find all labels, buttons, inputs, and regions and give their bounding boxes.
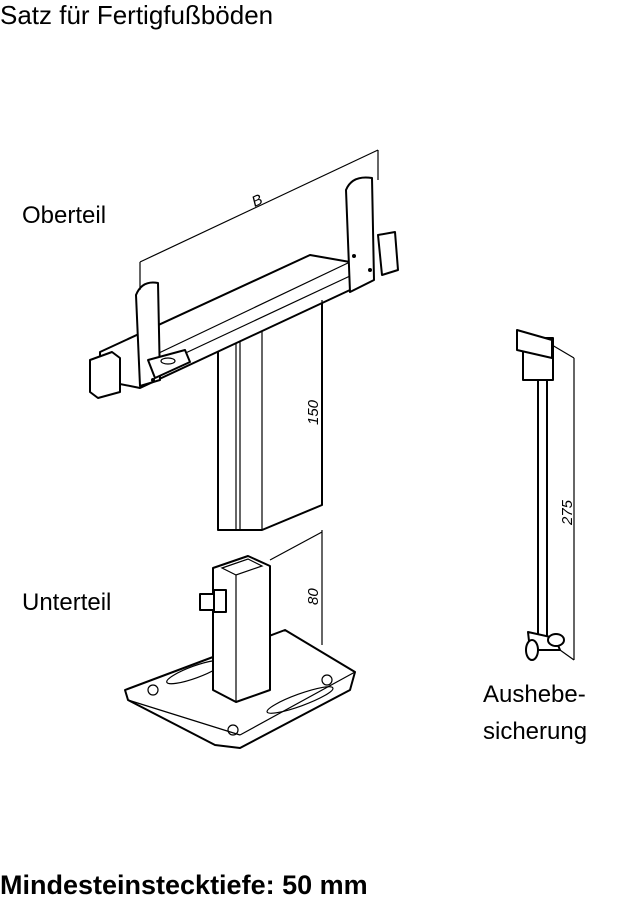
footer-note: Mindesteinstecktiefe: 50 mm <box>0 870 368 900</box>
pin-drawing <box>516 329 565 661</box>
label-lower-part: Unterteil <box>22 589 112 616</box>
dimension-upper-height: 150 <box>305 300 323 505</box>
upper-part-drawing <box>89 176 399 531</box>
dimension-upper-height-label: 150 <box>305 399 322 425</box>
lower-part-drawing <box>124 555 356 749</box>
dimension-lower-height-label: 80 <box>305 588 322 605</box>
dimension-pin-length: 275 <box>551 344 576 661</box>
dimension-pin-length-label: 275 <box>559 499 576 526</box>
label-pin-line1: Aushebe- <box>483 681 586 708</box>
dimension-lower-height: 80 <box>269 530 323 645</box>
label-pin-line2: sicherung <box>483 718 588 745</box>
dimension-width-label: B <box>249 191 265 211</box>
page-title: Satz für Fertigfußböden <box>0 0 274 30</box>
label-upper-part: Oberteil <box>22 202 107 229</box>
